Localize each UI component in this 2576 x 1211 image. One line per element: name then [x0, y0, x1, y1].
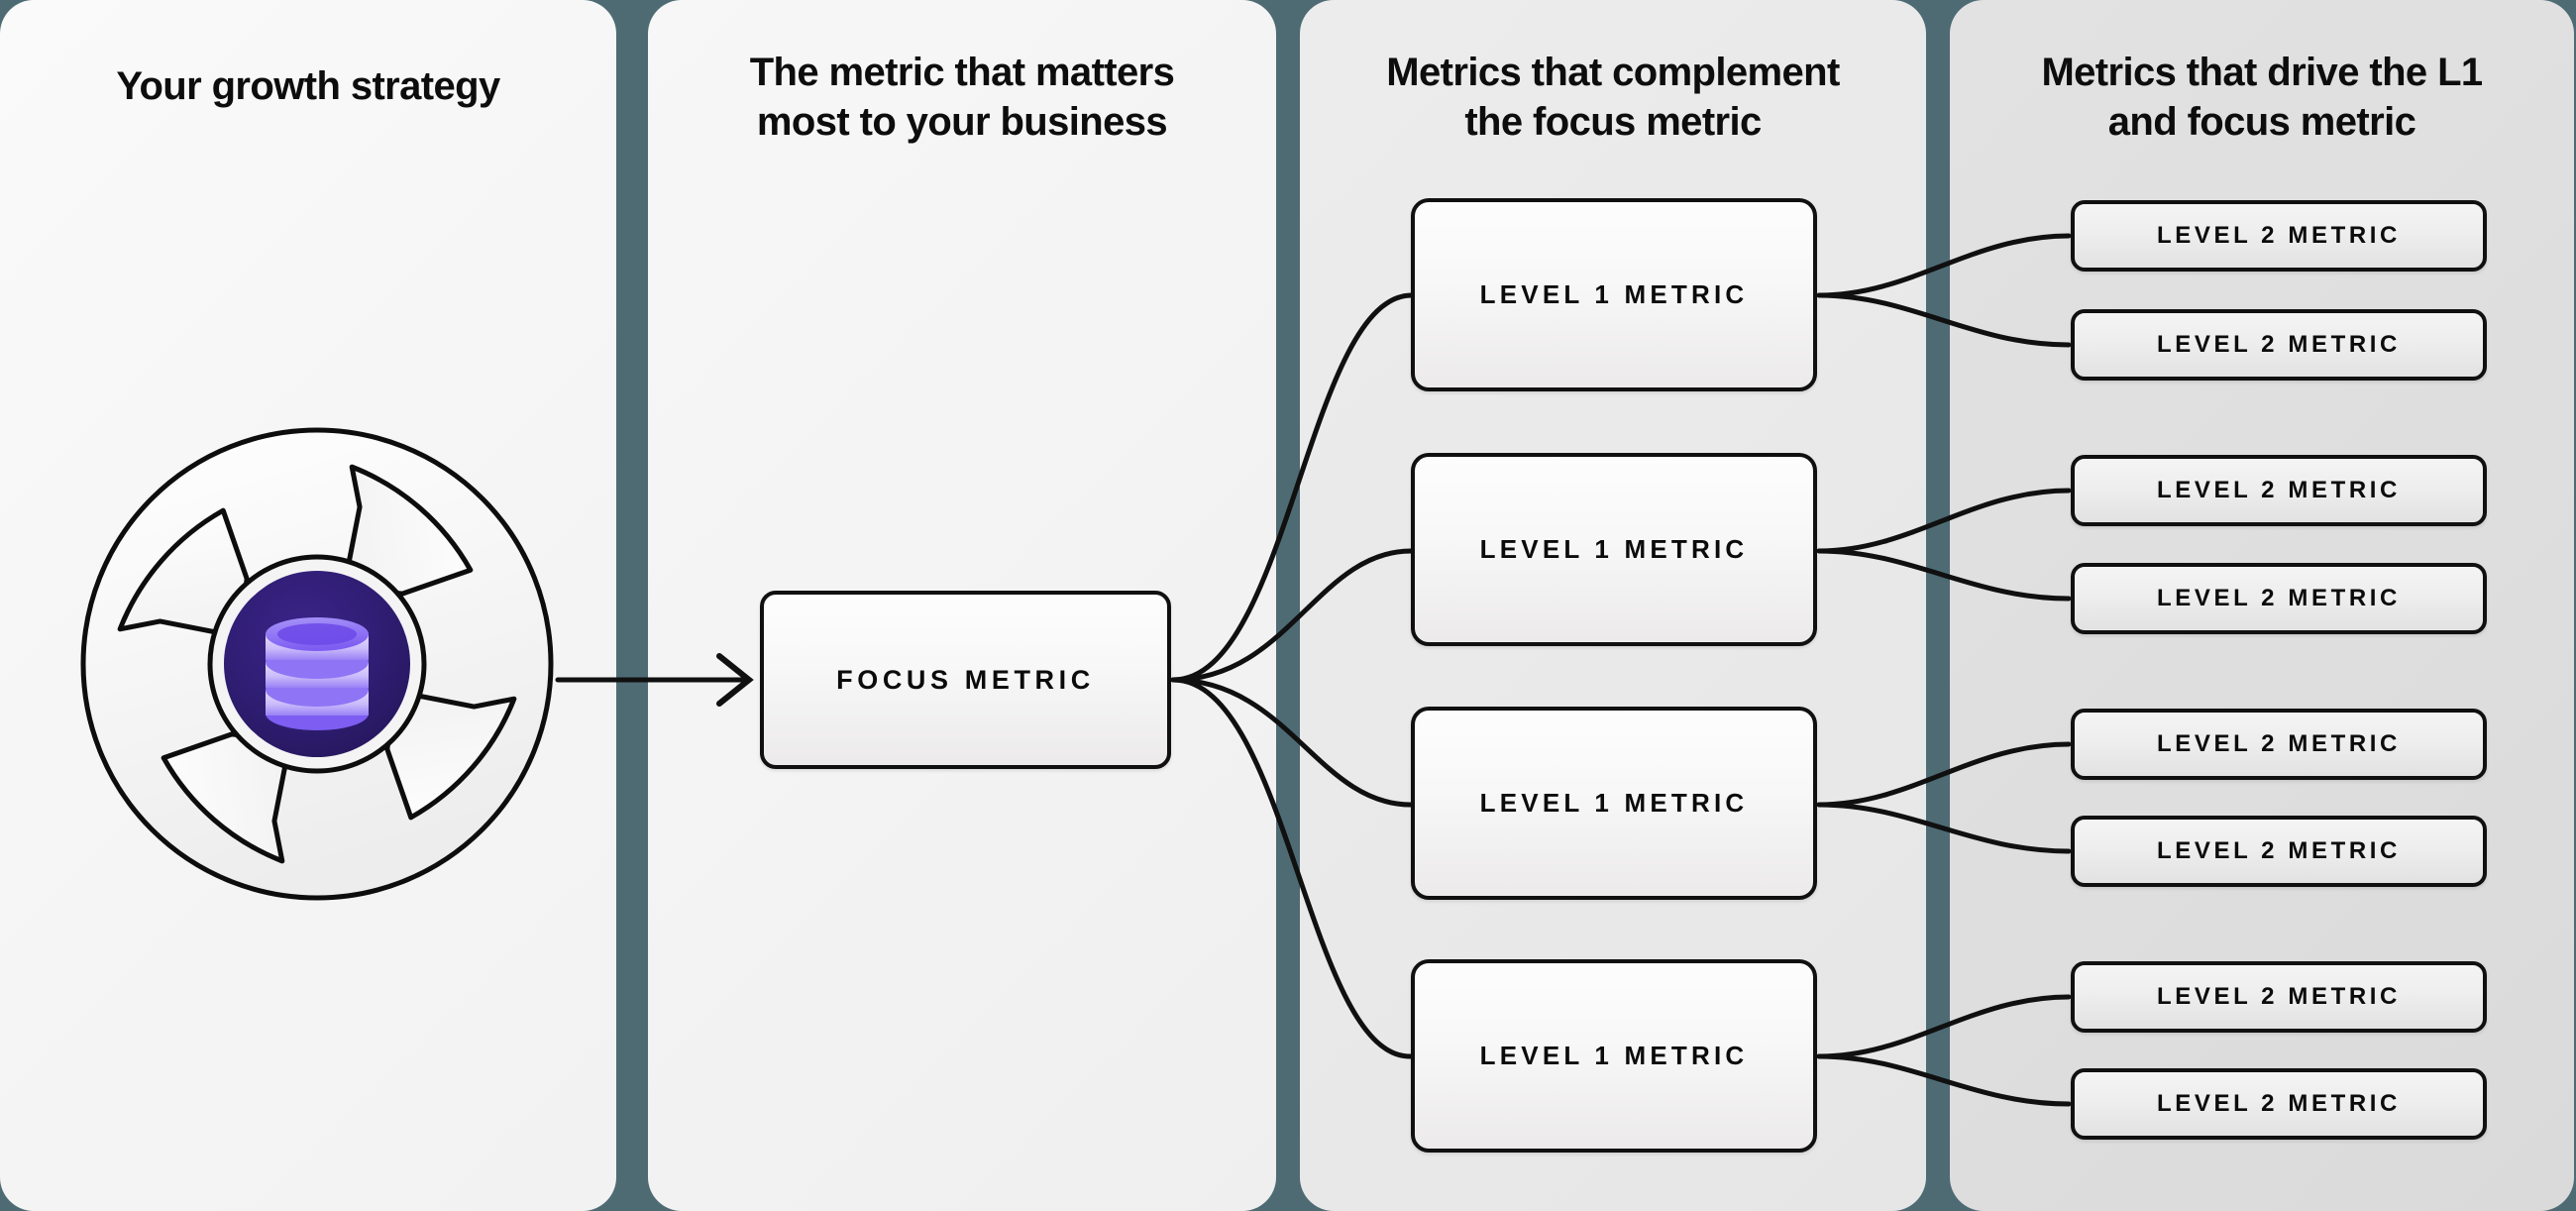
level-2-metric-node[interactable]: LEVEL 2 METRIC	[2071, 1068, 2487, 1140]
level-1-metric-node[interactable]: LEVEL 1 METRIC	[1411, 959, 1817, 1153]
level-2-metric-node[interactable]: LEVEL 2 METRIC	[2071, 709, 2487, 780]
aperture-database-icon	[80, 427, 554, 901]
level-1-metric-node[interactable]: LEVEL 1 METRIC	[1411, 453, 1817, 646]
focus-metric-node[interactable]: FOCUS METRIC	[760, 591, 1171, 769]
level-2-metric-node[interactable]: LEVEL 2 METRIC	[2071, 200, 2487, 272]
column-title-growth-strategy: Your growth strategy	[116, 64, 500, 108]
level-2-metric-node[interactable]: LEVEL 2 METRIC	[2071, 816, 2487, 887]
level-1-metric-node[interactable]: LEVEL 1 METRIC	[1411, 707, 1817, 900]
level-2-metric-node[interactable]: LEVEL 2 METRIC	[2071, 309, 2487, 381]
database-glyph	[266, 617, 369, 730]
column-title-complement-metrics: Metrics that complement the focus metric	[1386, 51, 1840, 144]
column-title-focus-metric: The metric that matters most to your bus…	[749, 51, 1175, 144]
level-1-metric-node[interactable]: LEVEL 1 METRIC	[1411, 198, 1817, 391]
level-2-metric-node[interactable]: LEVEL 2 METRIC	[2071, 961, 2487, 1033]
column-title-driver-metrics: Metrics that drive the L1 and focus metr…	[2041, 51, 2483, 144]
level-2-metric-node[interactable]: LEVEL 2 METRIC	[2071, 455, 2487, 526]
level-2-metric-node[interactable]: LEVEL 2 METRIC	[2071, 563, 2487, 634]
